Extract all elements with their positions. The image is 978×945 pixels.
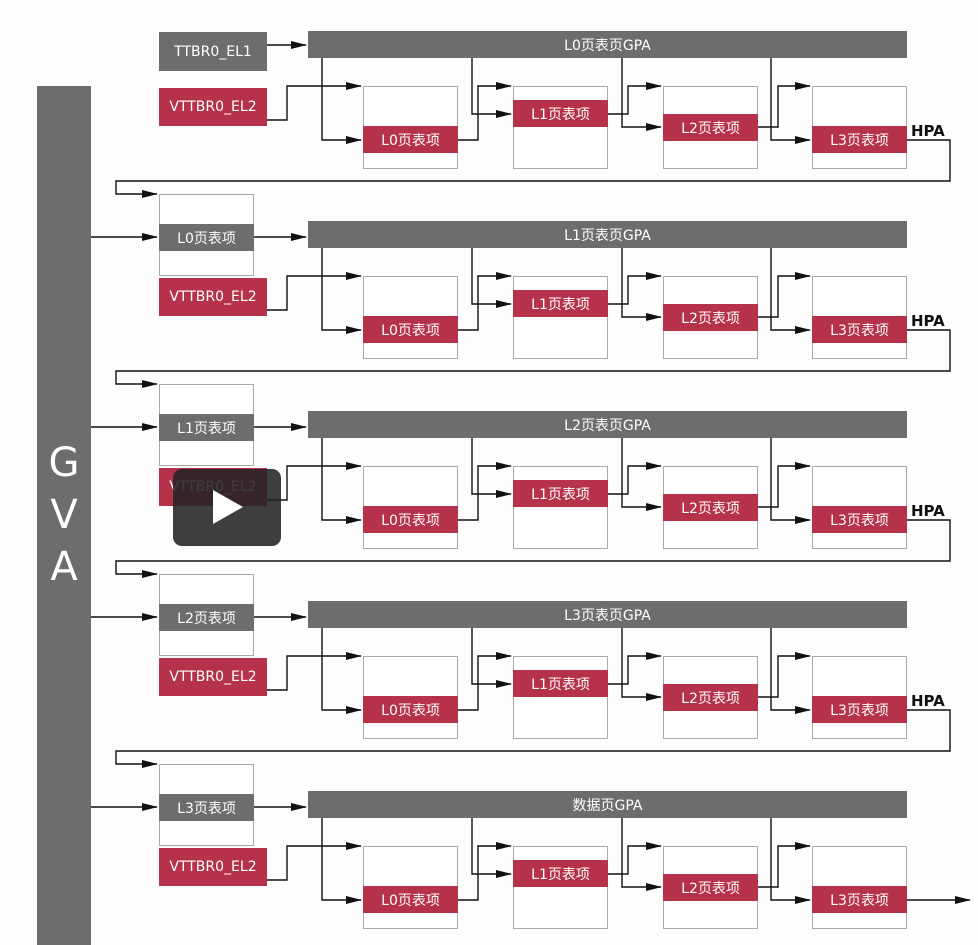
gpa-index-arrow [471, 438, 512, 498]
l0-to-l1-arrow [458, 842, 512, 901]
l1-to-l2-arrow [608, 652, 662, 685]
gpa-index-arrow [770, 248, 811, 334]
gpa-index-arrow [621, 248, 662, 321]
l0-to-l1-arrow [458, 82, 512, 141]
gpa-index-arrow [321, 818, 362, 904]
vttbr-arrow [267, 462, 362, 501]
vttbr-arrow [267, 272, 362, 311]
gva-bar [37, 86, 91, 945]
gva-letter: G [48, 440, 80, 486]
stage1-entry: L2页表项 [159, 604, 254, 631]
gva-letter: A [50, 544, 78, 590]
vttbr0-el2-register: VTTBR0_EL2 [159, 848, 267, 886]
gpa-index-arrow [471, 58, 512, 118]
hpa-label: HPA [911, 692, 945, 710]
l1-to-l2-arrow [608, 462, 662, 495]
row-header-gpa: L2页表页GPA [308, 411, 907, 438]
l2-to-l3-arrow [758, 82, 811, 128]
hpa-feedback-arrow [115, 139, 951, 198]
stage2-entry: L2页表项 [663, 494, 758, 521]
stage2-entry: L0页表项 [363, 696, 458, 723]
gpa-index-arrow [321, 58, 362, 144]
stage2-entry: L3页表项 [812, 126, 907, 153]
stage2-entry: L3页表项 [812, 696, 907, 723]
gpa-index-arrow [621, 628, 662, 701]
stage2-entry: L3页表项 [812, 316, 907, 343]
play-icon[interactable] [173, 469, 281, 546]
hpa-feedback-arrow [115, 329, 951, 388]
stage2-entry: L2页表项 [663, 684, 758, 711]
hpa-feedback-arrow [115, 519, 951, 578]
gpa-index-arrow [321, 248, 362, 334]
gpa-index-arrow [770, 58, 811, 144]
hpa-feedback-arrow [115, 709, 951, 768]
stage2-entry: L1页表项 [513, 290, 608, 317]
stage2-entry: L1页表项 [513, 480, 608, 507]
row-header-gpa: L3页表页GPA [308, 601, 907, 628]
stage2-entry: L0页表项 [363, 506, 458, 533]
gpa-index-arrow [621, 58, 662, 131]
vttbr0-el2-register: VTTBR0_EL2 [159, 278, 267, 316]
row-header-gpa: L0页表页GPA [308, 31, 907, 58]
stage2-table-outline [513, 86, 608, 169]
stage1-entry: L1页表项 [159, 414, 254, 441]
gpa-index-arrow [321, 628, 362, 714]
l1-to-l2-arrow [608, 842, 662, 875]
stage2-table-outline [513, 466, 608, 549]
stage2-entry: L0页表项 [363, 126, 458, 153]
vttbr-arrow [267, 82, 362, 121]
hpa-label: HPA [911, 502, 945, 520]
stage2-table-outline [513, 276, 608, 359]
gpa-index-arrow [471, 248, 512, 308]
gpa-index-arrow [770, 818, 811, 904]
ttbr0-el1-register: TTBR0_EL1 [159, 32, 267, 71]
stage2-entry: L3页表项 [812, 886, 907, 913]
stage2-table-outline [513, 656, 608, 739]
stage2-entry: L3页表项 [812, 506, 907, 533]
l0-to-l1-arrow [458, 272, 512, 331]
l2-to-l3-arrow [758, 462, 811, 508]
vttbr0-el2-register: VTTBR0_EL2 [159, 658, 267, 696]
gpa-index-arrow [321, 438, 362, 524]
gva-letter: V [50, 492, 78, 538]
stage2-entry: L0页表项 [363, 316, 458, 343]
stage2-entry: L1页表项 [513, 100, 608, 127]
stage2-table-outline [513, 846, 608, 929]
gpa-index-arrow [471, 818, 512, 878]
l1-to-l2-arrow [608, 82, 662, 115]
l2-to-l3-arrow [758, 842, 811, 888]
stage2-entry: L2页表项 [663, 304, 758, 331]
stage2-entry: L2页表项 [663, 874, 758, 901]
gpa-index-arrow [770, 628, 811, 714]
gpa-index-arrow [471, 628, 512, 688]
gpa-index-arrow [621, 438, 662, 511]
gpa-index-arrow [770, 438, 811, 524]
stage1-entry: L0页表项 [159, 224, 254, 251]
stage2-entry: L1页表项 [513, 670, 608, 697]
l0-to-l1-arrow [458, 652, 512, 711]
l2-to-l3-arrow [758, 652, 811, 698]
stage2-entry: L0页表项 [363, 886, 458, 913]
vttbr-arrow [267, 842, 362, 881]
hpa-label: HPA [911, 312, 945, 330]
vttbr0-el2-register: VTTBR0_EL2 [159, 88, 267, 126]
stage1-entry: L3页表项 [159, 794, 254, 821]
l2-to-l3-arrow [758, 272, 811, 318]
row-header-gpa: L1页表页GPA [308, 221, 907, 248]
l1-to-l2-arrow [608, 272, 662, 305]
gpa-index-arrow [621, 818, 662, 891]
stage2-entry: L1页表项 [513, 860, 608, 887]
hpa-label: HPA [911, 122, 945, 140]
vttbr-arrow [267, 652, 362, 691]
row-header-gpa: 数据页GPA [308, 791, 907, 818]
l0-to-l1-arrow [458, 462, 512, 521]
stage2-entry: L2页表项 [663, 114, 758, 141]
